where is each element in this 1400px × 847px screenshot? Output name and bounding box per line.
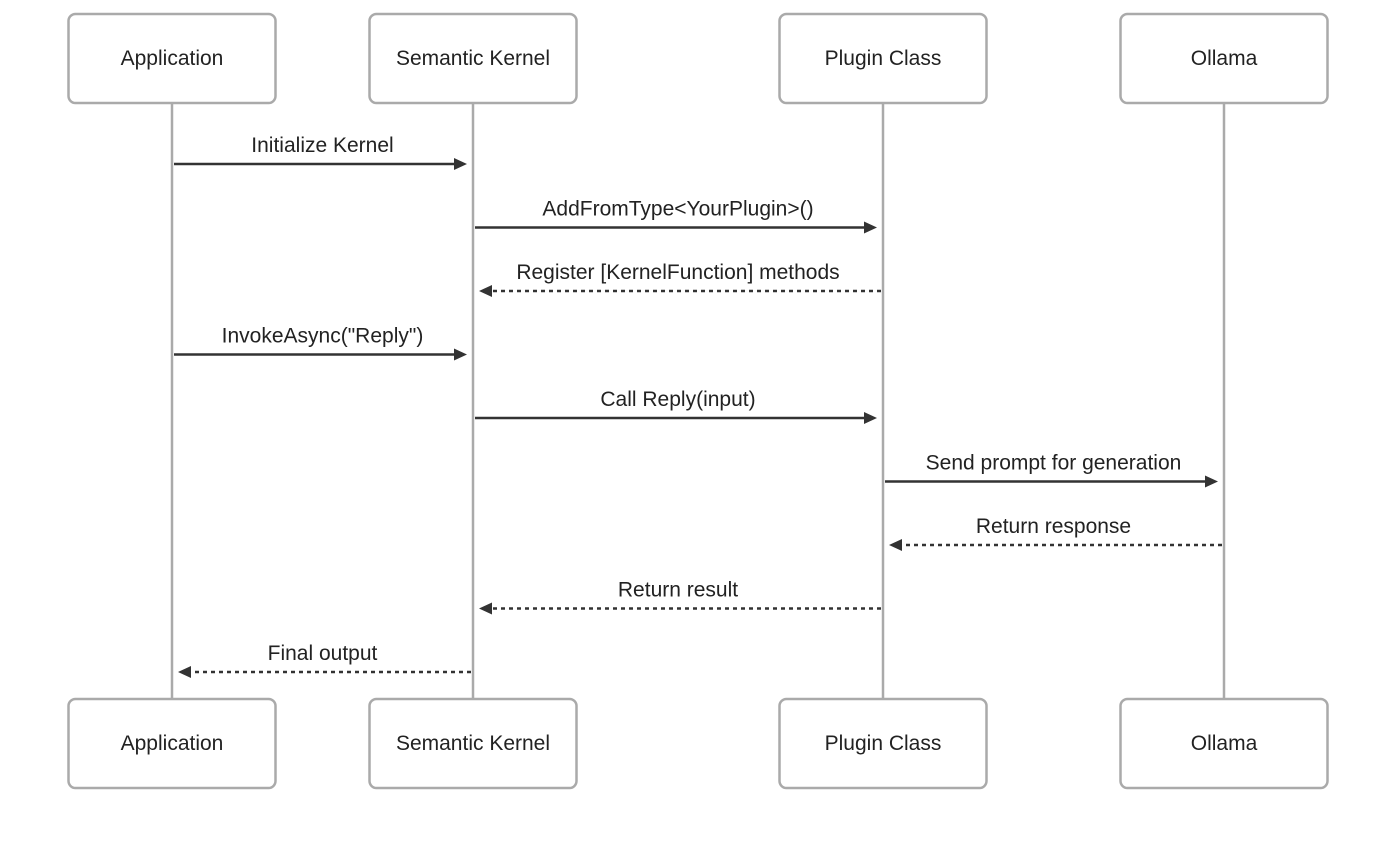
actor-sk-bottom: Semantic Kernel	[368, 697, 578, 790]
actor-label: Application	[121, 732, 224, 755]
arrowhead-icon	[864, 412, 877, 424]
message-label: Return response	[976, 515, 1131, 538]
actor-box	[778, 12, 988, 105]
arrowhead-icon	[454, 158, 467, 170]
arrowhead-icon	[178, 666, 191, 678]
actor-box	[368, 697, 578, 790]
actor-label: Semantic Kernel	[396, 732, 550, 755]
message-label: AddFromType<YourPlugin>()	[542, 198, 813, 221]
actors-top: Application Semantic Kernel Plugin Class Ol…	[67, 12, 1329, 105]
message-6: Send prompt for generation	[885, 452, 1218, 488]
messages: Initialize KernelAddFromType<YourPlugin>…	[174, 134, 1222, 678]
message-1: Initialize Kernel	[174, 134, 467, 170]
arrowhead-icon	[479, 602, 492, 615]
actor-label: Ollama	[1191, 47, 1258, 70]
message-label: Send prompt for generation	[926, 452, 1182, 475]
message-2: AddFromType<YourPlugin>()	[475, 198, 877, 234]
message-label: Register [KernelFunction] methods	[516, 261, 839, 284]
actor-plugin-top: Plugin Class	[778, 12, 988, 105]
message-9: Final output	[178, 642, 471, 678]
actor-label: Application	[121, 47, 224, 70]
actor-label: Ollama	[1191, 732, 1258, 755]
arrowhead-icon	[864, 221, 877, 234]
lifelines	[170, 103, 1226, 699]
actor-box	[778, 697, 988, 790]
message-label: Initialize Kernel	[251, 134, 393, 157]
arrowhead-icon	[889, 539, 902, 551]
actor-sk-top: Semantic Kernel	[368, 12, 578, 105]
actor-label: Plugin Class	[825, 47, 942, 70]
arrowhead-icon	[479, 285, 492, 297]
message-8: Return result	[479, 579, 881, 615]
actor-box	[368, 12, 578, 105]
actor-plugin-bottom: Plugin Class	[778, 697, 988, 790]
actor-app-top: Application	[67, 12, 277, 105]
actor-box	[67, 12, 277, 105]
message-label: Call Reply(input)	[600, 388, 755, 411]
actor-box	[67, 697, 277, 790]
actor-box	[1119, 697, 1329, 790]
arrowhead-icon	[454, 348, 467, 361]
message-5: Call Reply(input)	[475, 388, 877, 424]
actor-ollama-top: Ollama	[1119, 12, 1329, 105]
actor-label: Plugin Class	[825, 732, 942, 755]
message-label: Return result	[618, 579, 738, 602]
arrowhead-icon	[1205, 475, 1218, 488]
message-3: Register [KernelFunction] methods	[479, 261, 881, 297]
actor-ollama-bottom: Ollama	[1119, 697, 1329, 790]
actor-label: Semantic Kernel	[396, 47, 550, 70]
actor-app-bottom: Application	[67, 697, 277, 790]
message-4: InvokeAsync("Reply")	[174, 325, 467, 361]
actors-bottom: Application Semantic Kernel Plugin Class Ol…	[67, 697, 1329, 790]
message-label: InvokeAsync("Reply")	[222, 325, 424, 348]
message-label: Final output	[268, 642, 378, 665]
actor-box	[1119, 12, 1329, 105]
message-7: Return response	[889, 515, 1222, 551]
